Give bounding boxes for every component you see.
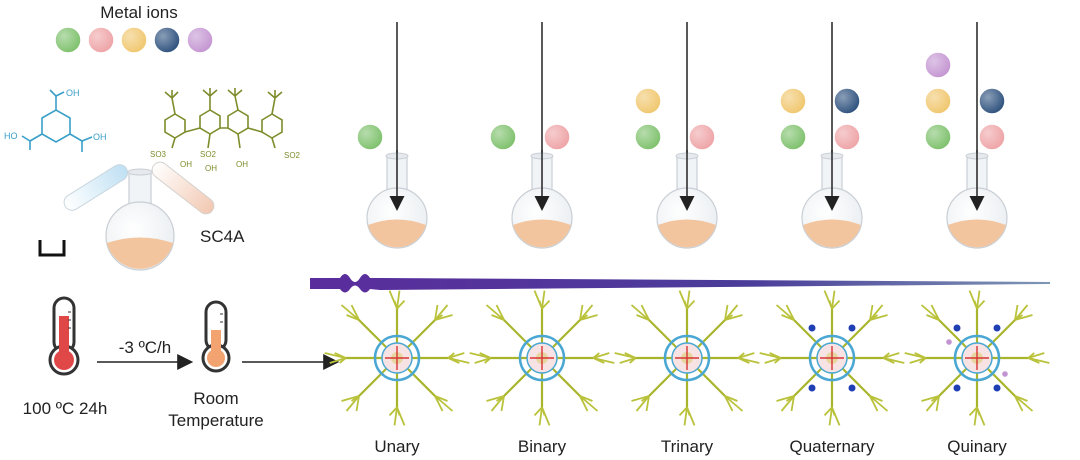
system-binary: Binary bbox=[469, 22, 615, 456]
reaction-flask bbox=[366, 150, 428, 249]
mof-cluster-structure bbox=[759, 290, 905, 426]
ion-pink bbox=[688, 123, 716, 151]
sc4a-group-2: OH bbox=[180, 160, 192, 169]
ion-green bbox=[779, 123, 807, 151]
cooling-rate-label: -3 ºC/h bbox=[119, 338, 172, 357]
bracket-icon bbox=[38, 240, 66, 257]
mof-cluster-structure bbox=[469, 290, 615, 426]
ion-green bbox=[356, 123, 384, 151]
reaction-flask bbox=[656, 150, 718, 249]
ion-purple bbox=[924, 51, 952, 79]
sc4a-test-tube bbox=[151, 161, 215, 215]
system-label: Binary bbox=[518, 437, 567, 456]
ion-yellow bbox=[779, 87, 807, 115]
metal-ions-title: Metal ions bbox=[100, 3, 177, 22]
sc4a-group-1: SO3 bbox=[150, 150, 167, 159]
system-label: Quaternary bbox=[789, 437, 875, 456]
system-label: Trinary bbox=[661, 437, 714, 456]
btc-label-top: OH bbox=[66, 88, 80, 98]
hot-thermometer-icon bbox=[48, 296, 80, 376]
metal-ion-3 bbox=[120, 26, 148, 54]
btc-ligand-structure bbox=[21, 89, 93, 152]
sc4a-group-3: SO2 bbox=[200, 150, 217, 159]
metal-ion-4 bbox=[153, 26, 181, 54]
metal-ion-5 bbox=[186, 26, 214, 54]
sc4a-label: SC4A bbox=[200, 227, 245, 246]
ion-pink bbox=[978, 123, 1006, 151]
btc-label-bottom: OH bbox=[93, 132, 107, 142]
ion-green bbox=[489, 123, 517, 151]
metal-ion-2 bbox=[87, 26, 115, 54]
heat-condition-label: 100 ºC 24h bbox=[23, 399, 108, 418]
system-label: Unary bbox=[374, 437, 420, 456]
btc-test-tube bbox=[63, 164, 129, 211]
mof-cluster-structure bbox=[904, 290, 1050, 426]
room-temp-label-line1: Room bbox=[193, 389, 238, 408]
system-unary: Unary bbox=[324, 22, 470, 456]
btc-label-left: HO bbox=[4, 131, 18, 141]
room-temp-thermometer-icon bbox=[201, 300, 231, 373]
ion-navy bbox=[978, 87, 1006, 115]
ion-yellow bbox=[634, 87, 662, 115]
ion-pink bbox=[833, 123, 861, 151]
system-label: Quinary bbox=[947, 437, 1007, 456]
reaction-flask bbox=[946, 150, 1008, 249]
sc4a-ligand-structure bbox=[164, 88, 283, 149]
systems-group: Unary Binary Trinary Quaternary Quinary bbox=[324, 22, 1050, 456]
system-trinary: Trinary bbox=[614, 22, 760, 456]
metal-ions-legend bbox=[54, 26, 214, 54]
sc4a-group-5: OH bbox=[236, 160, 248, 169]
ion-pink bbox=[543, 123, 571, 151]
sc4a-group-6: SO2 bbox=[284, 151, 301, 160]
ion-green bbox=[924, 123, 952, 151]
ion-green bbox=[634, 123, 662, 151]
mof-cluster-structure bbox=[614, 290, 760, 426]
system-quaternary: Quaternary bbox=[759, 22, 905, 456]
metal-ion-1 bbox=[54, 26, 82, 54]
system-quinary: Quinary bbox=[904, 22, 1050, 456]
complexity-gradient-bar bbox=[310, 274, 1050, 293]
reaction-flask bbox=[801, 150, 863, 249]
mof-cluster-structure bbox=[324, 290, 470, 426]
reaction-flask bbox=[511, 150, 573, 249]
ion-yellow bbox=[924, 87, 952, 115]
room-temp-label-line2: Temperature bbox=[168, 411, 263, 430]
sc4a-group-4: OH bbox=[205, 164, 217, 173]
ion-navy bbox=[833, 87, 861, 115]
mixing-flask bbox=[105, 168, 175, 271]
